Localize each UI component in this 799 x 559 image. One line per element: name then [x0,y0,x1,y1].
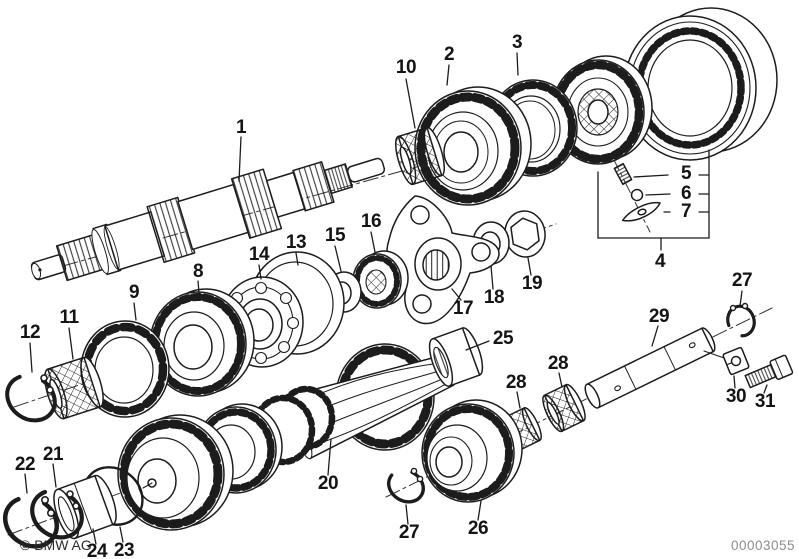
callout-label-27: 27 [731,270,753,291]
callout-label-25: 25 [492,328,514,349]
part-30-lock-plate [722,346,750,376]
callout-label-28: 28 [547,353,569,374]
part-12-snap-ring [5,373,57,423]
callout-label-12: 12 [19,322,41,343]
callout-label-21: 21 [42,444,64,465]
callout-label-14: 14 [248,244,270,265]
part-2-gear [414,86,532,206]
callout-label-23: 23 [113,540,135,559]
callout-label-1: 1 [235,117,247,138]
callout-label-18: 18 [483,287,505,308]
callout-label-3: 3 [511,32,523,53]
copyright-text: © BMW AG [20,537,92,553]
callout-label-22: 22 [14,454,36,475]
part-25-bearing-drum [428,327,484,387]
part-16-splined-collar [352,250,409,309]
part-29-shaft [584,327,716,409]
callout-label-27: 27 [398,522,420,543]
callout-label-17: 17 [452,298,474,319]
leader-lines [24,52,768,545]
part-21-ring [30,488,84,540]
part-31-bolt [744,354,794,389]
callout-label-9: 9 [128,282,140,303]
part-11-needle-bearing [44,356,104,420]
part-22-snap-ring [2,495,60,549]
callout-label-29: 29 [648,306,670,327]
callout-label-5: 5 [680,163,692,184]
callout-label-4: 4 [654,251,666,272]
callout-label-28: 28 [505,372,527,393]
part-20-countershaft [117,343,456,531]
callout-label-11: 11 [59,307,79,328]
callout-label-24: 24 [86,541,108,559]
part-6-ball [630,188,644,202]
part-27-snap-ring-upper [726,302,756,338]
part-26-gear [421,399,523,503]
part-27-snap-ring-lower [387,467,425,504]
part-19-hex-nut [504,210,546,258]
callout-label-31: 31 [754,391,776,412]
part-28-needle-bearing-right [542,383,586,433]
callout-label-6: 6 [680,183,692,204]
part-5-spring [613,162,633,186]
part-10-needle-bearing [394,126,446,186]
document-number: 00003055 [731,538,796,553]
part-1-input-shaft [30,157,386,282]
callout-label-8: 8 [192,261,204,282]
callout-4-bracket [597,149,710,251]
callout-label-26: 26 [467,518,489,539]
callout-label-2: 2 [443,44,455,65]
callout-label-19: 19 [521,273,543,294]
callout-label-16: 16 [360,211,382,232]
callout-label-13: 13 [285,232,307,253]
part-8-gear [149,288,255,397]
callout-label-7: 7 [680,201,692,222]
part-7-key [621,202,661,222]
callout-label-20: 20 [317,473,339,494]
callout-label-10: 10 [395,57,417,78]
part-17-output-flange [386,195,500,325]
callout-label-15: 15 [324,225,346,246]
callout-label-30: 30 [725,386,747,407]
